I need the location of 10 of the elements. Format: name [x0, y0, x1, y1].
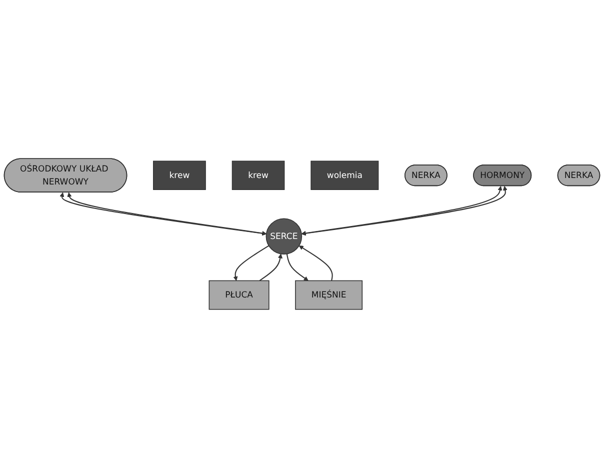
node-box: krew — [153, 160, 206, 190]
node-circle: SERCE — [266, 218, 302, 255]
node-box: krew — [232, 160, 285, 190]
arrow — [259, 254, 283, 282]
node-box: MIĘŚNIE — [295, 280, 363, 310]
node-box: wolemia — [310, 160, 379, 190]
arrow — [233, 245, 270, 281]
arrow — [286, 254, 308, 281]
node-box: PŁUCA — [208, 280, 270, 310]
arrow — [298, 246, 333, 281]
